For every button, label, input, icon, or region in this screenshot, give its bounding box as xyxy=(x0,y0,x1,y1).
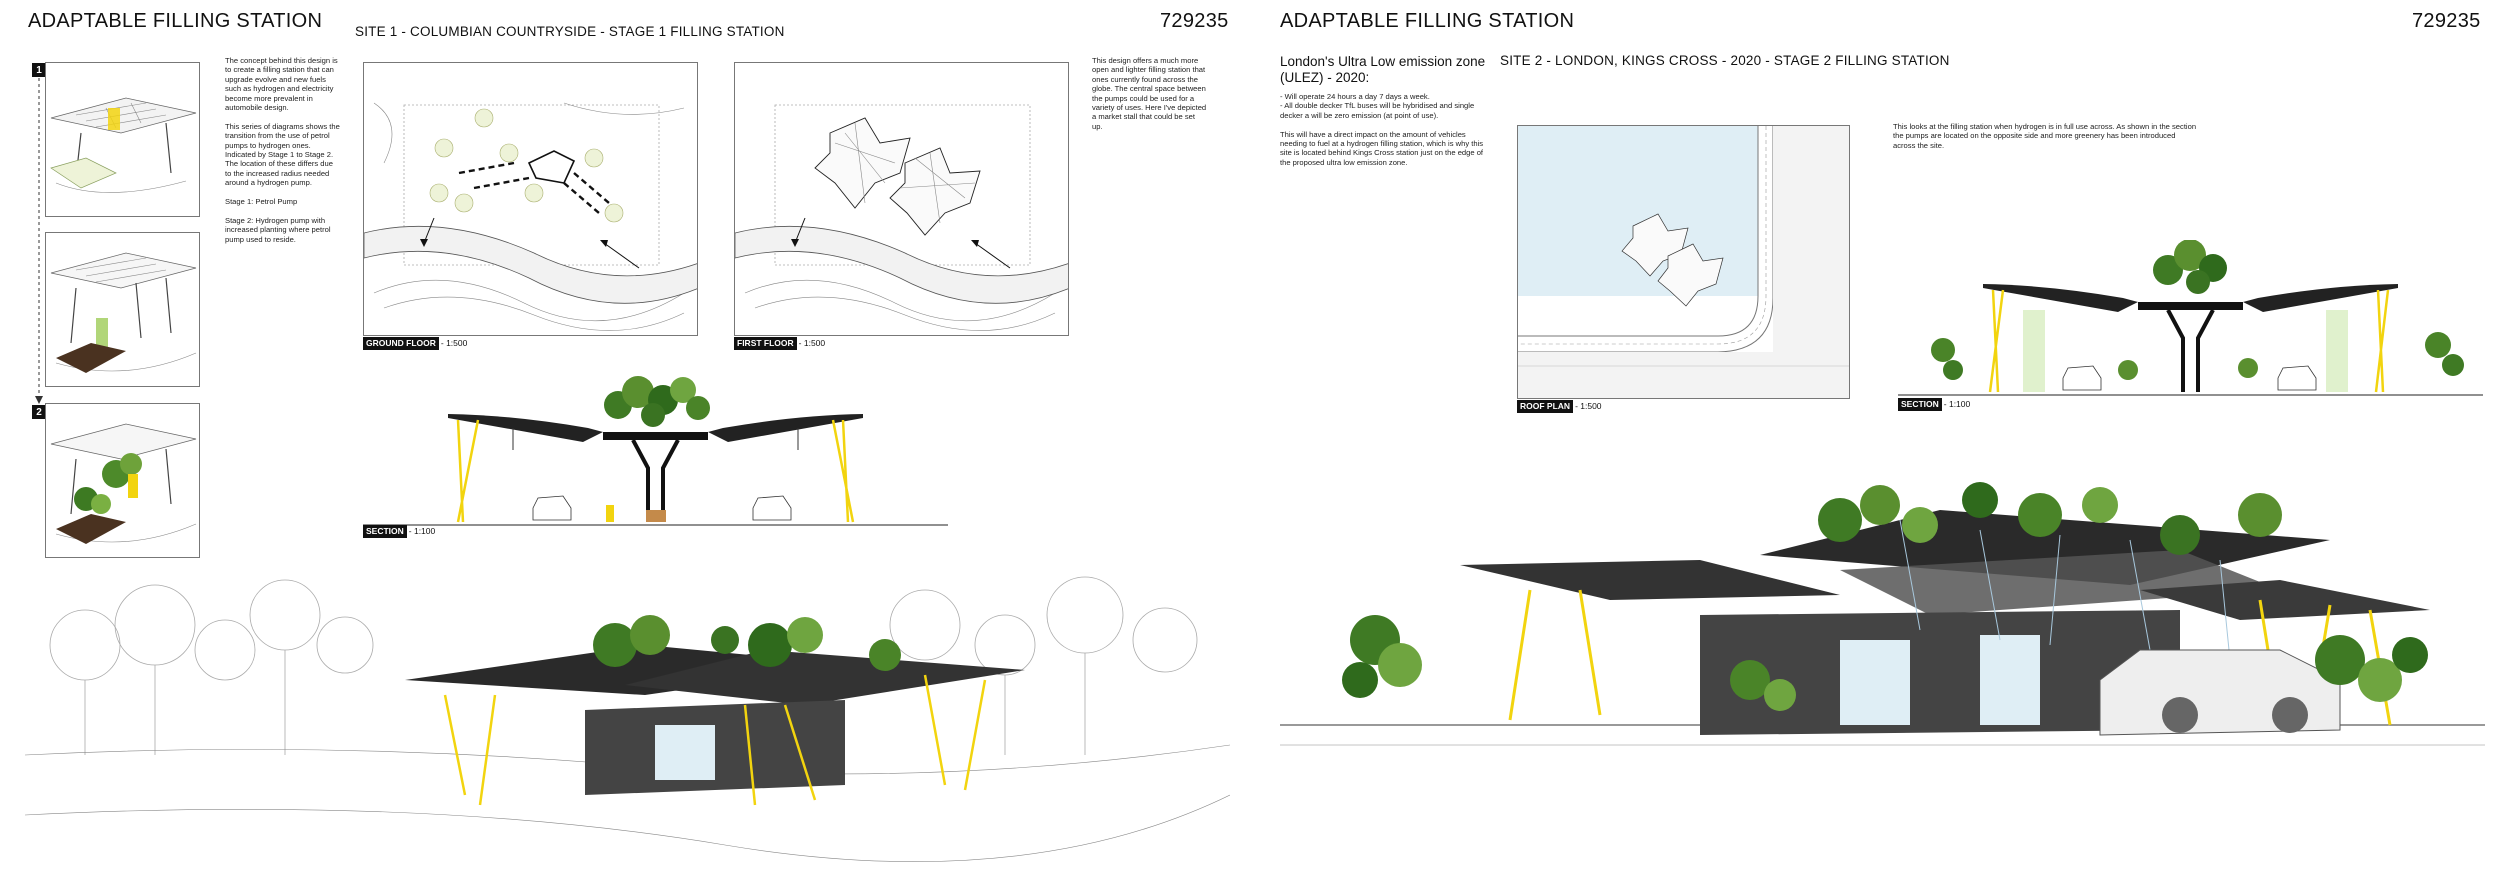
roof-plan-label: ROOF PLAN - 1:500 xyxy=(1517,400,1602,413)
stage-1-axonometric xyxy=(45,62,200,217)
stage-transition-axonometric xyxy=(45,232,200,387)
section-2-tag: SECTION xyxy=(1898,398,1942,411)
ground-floor-scale: - 1:500 xyxy=(440,338,468,348)
section-1-label: SECTION - 1:100 xyxy=(363,525,435,538)
stage-2-note: Stage 2: Hydrogen pump with increased pl… xyxy=(225,215,331,244)
section-1-drawing xyxy=(363,376,948,526)
section-2-label: SECTION - 1:100 xyxy=(1898,398,1970,411)
concept-paragraph: The concept behind this design is to cre… xyxy=(225,56,338,113)
ground-floor-label: GROUND FLOOR - 1:500 xyxy=(363,337,467,350)
ground-floor-plan xyxy=(363,62,698,336)
ulez-text: - Will operate 24 hours a day 7 days a w… xyxy=(1280,92,1490,167)
concept-text: The concept behind this design is to cre… xyxy=(225,56,340,244)
ulez-buses: - All double decker TfL buses will be hy… xyxy=(1280,101,1475,120)
perspective-1 xyxy=(25,576,1230,862)
roof-plan-tag: ROOF PLAN xyxy=(1517,400,1574,413)
sheet2-title: ADAPTABLE FILLING STATION xyxy=(1280,10,1575,32)
section-1-scale: - 1:100 xyxy=(408,526,436,536)
ulez-heading: London's Ultra Low emission zone (ULEZ) … xyxy=(1280,54,1486,85)
section-2-drawing xyxy=(1898,240,2483,396)
ground-floor-tag: GROUND FLOOR xyxy=(363,337,439,350)
hydrogen-text: This looks at the filling station when h… xyxy=(1893,122,2197,150)
stage-1-marker: 1 xyxy=(32,63,46,77)
sheet1-site-title: SITE 1 - COLUMBIAN COUNTRYSIDE - STAGE 1… xyxy=(355,24,785,39)
stage-2-axonometric xyxy=(45,403,200,558)
stage-2-marker: 2 xyxy=(32,405,46,419)
stage-1-note: Stage 1: Petrol Pump xyxy=(225,197,298,207)
sheet1-number: 729235 xyxy=(1160,10,1229,32)
first-floor-plan xyxy=(734,62,1069,336)
design-text: This design offers a much more open and … xyxy=(1092,56,1207,131)
transition-paragraph: This series of diagrams shows the transi… xyxy=(225,121,340,188)
section-1-tag: SECTION xyxy=(363,525,407,538)
roof-plan-scale: - 1:500 xyxy=(1575,401,1602,411)
first-floor-scale: - 1:500 xyxy=(798,338,826,348)
roof-plan xyxy=(1517,125,1850,399)
section-2-scale: - 1:100 xyxy=(1943,399,1971,409)
sheet2-site-title: SITE 2 - LONDON, KINGS CROSS - 2020 - ST… xyxy=(1500,53,1950,68)
first-floor-label: FIRST FLOOR - 1:500 xyxy=(734,337,825,350)
ulez-hours: - Will operate 24 hours a day 7 days a w… xyxy=(1280,92,1430,101)
first-floor-tag: FIRST FLOOR xyxy=(734,337,797,350)
perspective-2 xyxy=(1280,482,2485,746)
ulez-impact: This will have a direct impact on the am… xyxy=(1280,129,1484,167)
stage-arrow xyxy=(35,78,43,404)
sheet1-title: ADAPTABLE FILLING STATION xyxy=(28,10,323,32)
sheet2-number: 729235 xyxy=(2412,10,2481,32)
